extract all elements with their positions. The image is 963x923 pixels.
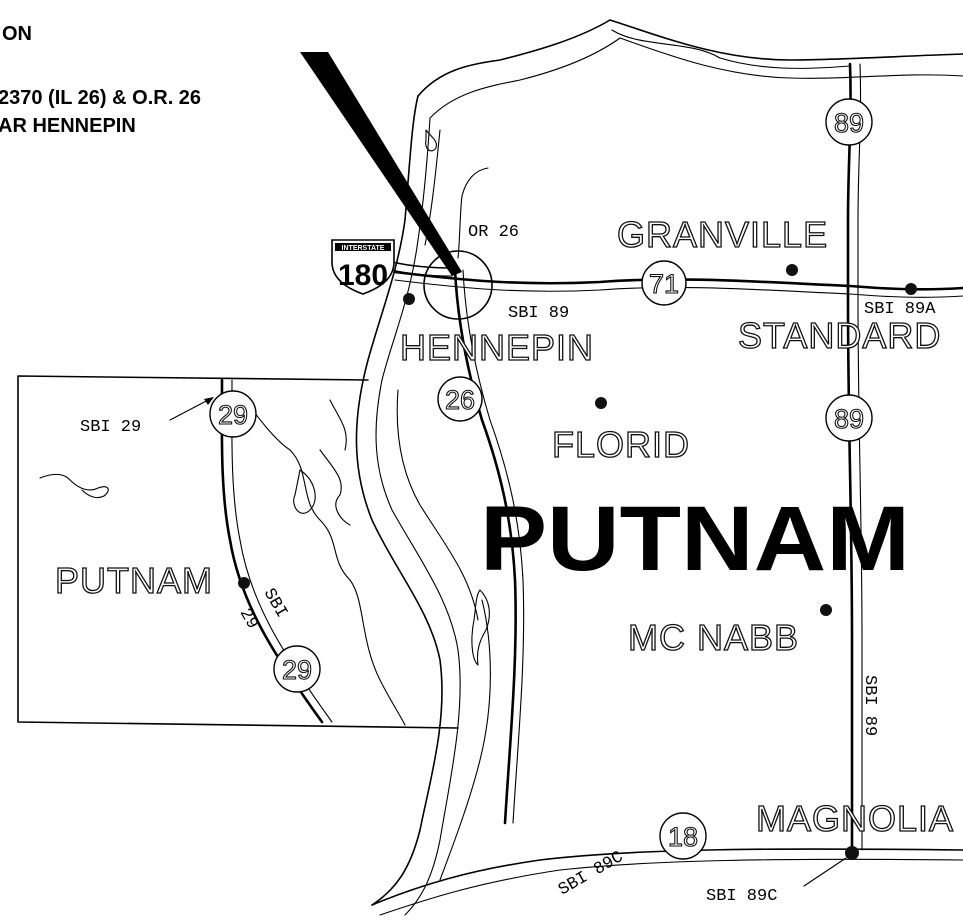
standard-dot — [905, 283, 917, 295]
sbi29-diagonal-label-a: SBI — [259, 586, 291, 622]
sbi29-diagonal-label-b: 29 — [235, 606, 262, 633]
route-26-shield — [437, 376, 483, 422]
putnam-dot — [238, 577, 250, 589]
interstate-180-line — [391, 261, 453, 269]
granville-label: GRANVILLE — [617, 214, 828, 255]
interstate-180-line-b — [391, 269, 453, 277]
or26-label: OR 26 — [468, 223, 519, 242]
inset-frame — [17, 375, 459, 729]
hennepin-label: HENNEPIN — [400, 327, 594, 368]
callout-pointer — [300, 52, 462, 276]
granville-dot — [786, 264, 798, 276]
putnam-town-label: PUTNAM — [55, 560, 213, 601]
county-boundary-river — [417, 19, 963, 97]
route-29-top-shield — [209, 390, 257, 438]
sbi89c-arrow — [803, 857, 847, 887]
standard-label: STANDARD — [738, 315, 941, 356]
interstate-number: 180 — [338, 259, 388, 292]
interstate-180-shield-icon — [331, 239, 395, 295]
west-river-bank — [396, 129, 491, 881]
interstate-label: INTERSTATE — [342, 245, 385, 252]
sbi29-arrowhead — [204, 397, 214, 405]
florid-dot — [595, 397, 607, 409]
hennepin-dot — [403, 293, 415, 305]
route-71-shield — [641, 260, 687, 306]
route-89-top-shield — [825, 98, 873, 146]
callout-title-line3: AR HENNEPIN — [0, 115, 136, 137]
florid-label: FLORID — [552, 424, 690, 465]
west-river-outer — [355, 95, 443, 906]
magnolia-label: MAGNOLIA — [756, 798, 954, 839]
north-river-bank — [611, 29, 851, 69]
sbi89c-right-label: SBI 89C — [706, 887, 777, 906]
route-29-bottom-number: 29 — [282, 655, 312, 685]
route-29-top-number: 29 — [218, 400, 248, 430]
inset-lake — [293, 469, 316, 514]
route-89-line-b — [857, 63, 863, 851]
mcnabb-dot — [820, 604, 832, 616]
county-name: PUTNAM — [480, 488, 910, 590]
county-boundary-south-inner — [379, 858, 963, 916]
route-71-line — [393, 270, 963, 291]
county-boundary-south — [371, 848, 963, 906]
sbi29-arrow — [169, 397, 213, 421]
callout-title-line2: 2370 (IL 26) & O.R. 26 — [0, 87, 201, 109]
route-26-line — [453, 268, 517, 825]
inset-river-b — [319, 399, 351, 526]
sbi89a-label: SBI 89A — [864, 300, 936, 319]
route-89-mid-number: 89 — [834, 404, 864, 434]
mcnabb-label: MC NABB — [628, 617, 799, 658]
route-89-top-number: 89 — [834, 108, 864, 138]
bridge-location-circle — [423, 250, 493, 320]
north-river-inner — [429, 37, 963, 119]
route-71-line-b — [394, 279, 963, 298]
route-26-line-b — [462, 269, 525, 824]
inset-river-a — [244, 399, 406, 726]
route-89-mid-shield — [825, 394, 873, 442]
route-89-line — [846, 62, 854, 852]
route-29-bottom-shield — [273, 645, 321, 693]
or26-leader — [457, 167, 489, 259]
callout-title-line1: ON — [2, 23, 32, 45]
sbi89-vertical-label: SBI 89 — [860, 675, 879, 736]
magnolia-dot — [845, 846, 859, 860]
river-island — [425, 129, 437, 152]
lake-shape — [471, 589, 490, 666]
west-river-inner — [375, 117, 461, 916]
route-26-number: 26 — [445, 385, 475, 415]
route-18-number: 18 — [668, 822, 698, 852]
route-71-number: 71 — [649, 269, 679, 299]
route-18-shield — [659, 812, 707, 860]
inset-creek — [39, 473, 109, 499]
sbi89-label: SBI 89 — [508, 304, 569, 323]
sbi29-label: SBI 29 — [80, 418, 141, 437]
